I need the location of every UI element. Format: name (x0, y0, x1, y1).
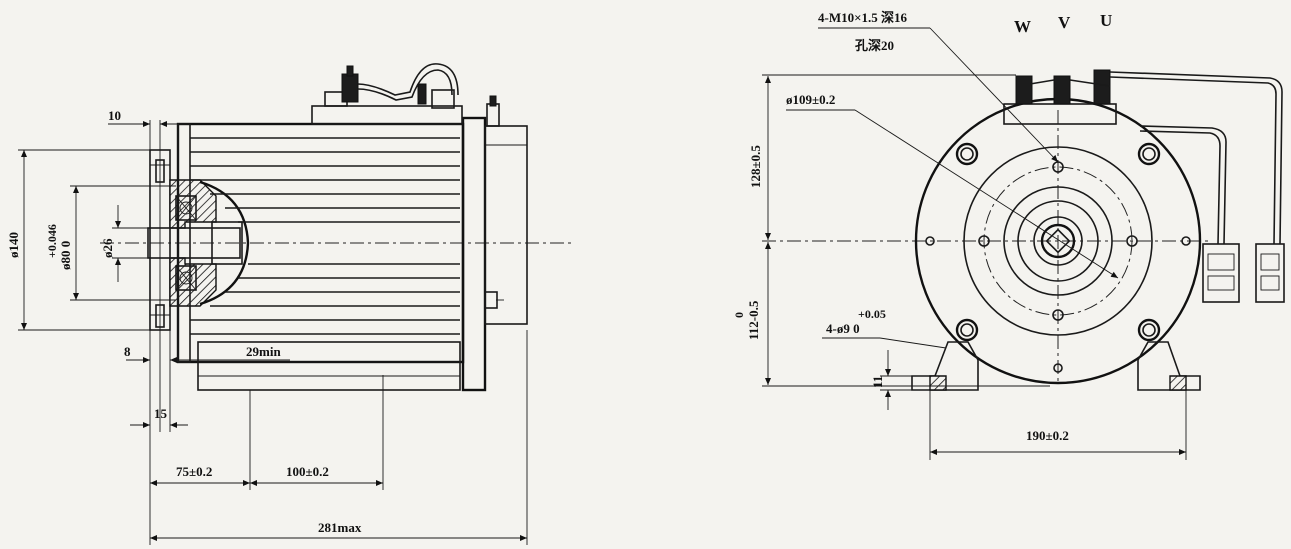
connector-left (1202, 243, 1240, 303)
dim-281max: 281max (318, 520, 362, 535)
threaded-hole-right (1126, 235, 1138, 247)
threaded-hole-bottom (1052, 309, 1064, 321)
dim-29min: 29min (246, 344, 281, 359)
hole-depth: 孔深20 (855, 38, 894, 53)
dim-112-upper: 0 (732, 312, 746, 318)
dim-190: 190±0.2 (1026, 428, 1069, 443)
cable-v (1069, 79, 1111, 87)
terminal-w (1015, 75, 1033, 105)
dim-dia-109: ø109±0.2 (786, 92, 835, 107)
bolt-circle (983, 166, 1133, 316)
dim-112: 112-0.5 (746, 300, 761, 340)
dim-128: 128±0.5 (748, 145, 763, 188)
terminal-u (1093, 69, 1111, 105)
phase-w-label: W (1014, 17, 1031, 36)
dim-75: 75±0.2 (176, 464, 212, 479)
dim-15: 15 (154, 406, 168, 421)
bearing-bottom (175, 265, 197, 291)
side-view: 10 ø140 +0.046 ø80 0 ø26 8 29min 15 (6, 63, 572, 545)
threaded-hole-left (978, 235, 990, 247)
right-foot (1137, 341, 1201, 391)
dim-dia-80-tolerance: +0.046 (45, 224, 59, 258)
corner-bolt-br (1137, 318, 1161, 342)
dim-dia-140: ø140 (6, 232, 21, 258)
dim-dia-26: ø26 (100, 238, 115, 258)
phase-u-label: U (1100, 11, 1112, 30)
outer-hole-right (1181, 236, 1191, 246)
bearing-top (175, 195, 197, 221)
cable-w (1029, 79, 1055, 85)
rear-end-cover (461, 116, 487, 392)
left-foot (911, 341, 979, 391)
phase-v-label: V (1058, 13, 1071, 32)
dim-10: 10 (108, 108, 121, 123)
terminal-v (1053, 75, 1071, 105)
terminal-box (311, 105, 463, 125)
dim-100: 100±0.2 (286, 464, 329, 479)
dim-dia-80: ø80 0 (58, 241, 73, 270)
front-terminal-block (1003, 103, 1117, 125)
shaft-end (1040, 223, 1076, 259)
connector-right (1255, 243, 1285, 303)
pilot-ring (1003, 186, 1113, 296)
output-shaft (147, 227, 241, 259)
dim-dia-9-tolerance: +0.05 (858, 307, 886, 321)
cable-u (1109, 71, 1283, 245)
dim-11: 11 (870, 376, 885, 388)
outer-hole-left (925, 236, 935, 246)
corner-bolt-tr (1137, 142, 1161, 166)
dim-8: 8 (124, 344, 131, 359)
front-view: 128±0.5 0 112-0.5 4-M10×1.5 深16 孔深20 W V… (732, 10, 1285, 460)
corner-bolt-tl (955, 142, 979, 166)
thread-spec: 4-M10×1.5 深16 (818, 10, 908, 25)
corner-bolt-bl (955, 318, 979, 342)
dim-dia-9: 4-ø9 0 (826, 321, 860, 336)
base-foot (197, 341, 461, 391)
cooling-fins (190, 137, 460, 335)
sensor-cable (1139, 125, 1227, 245)
flange-face (963, 146, 1153, 336)
